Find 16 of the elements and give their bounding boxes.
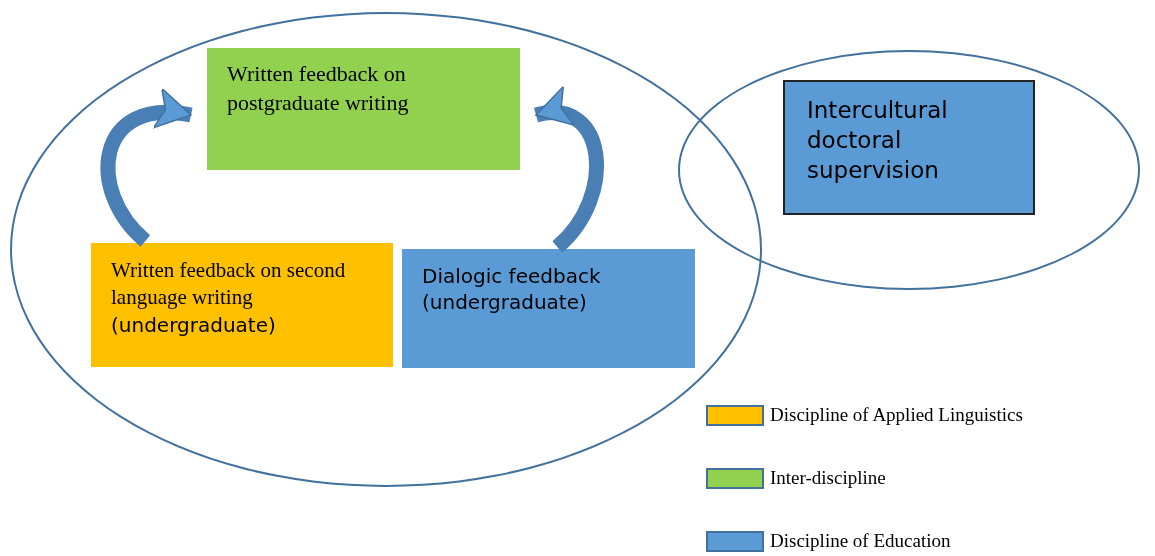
- curved-arrow: [534, 89, 604, 253]
- ellipse-outline: [678, 50, 1140, 290]
- ellipse-outline: [10, 12, 762, 487]
- topic-box: [783, 80, 1035, 215]
- topic-box: [207, 48, 520, 170]
- topic-box: [402, 249, 695, 368]
- curved-arrow: [100, 90, 192, 247]
- box-text: Written feedback on second language writing: [111, 257, 347, 312]
- box-text: Intercultural doctoral supervision: [807, 96, 949, 185]
- legend-label: Discipline of Applied Linguistics: [770, 404, 1023, 426]
- box-text: Dialogic feedback (undergraduate): [422, 263, 602, 315]
- box-text: (undergraduate): [111, 311, 277, 338]
- box-text: Written feedback on postgraduate writing: [227, 60, 410, 117]
- legend-label: Inter-discipline: [770, 467, 886, 489]
- legend-label: Discipline of Education: [770, 530, 951, 552]
- topic-box: [91, 243, 393, 367]
